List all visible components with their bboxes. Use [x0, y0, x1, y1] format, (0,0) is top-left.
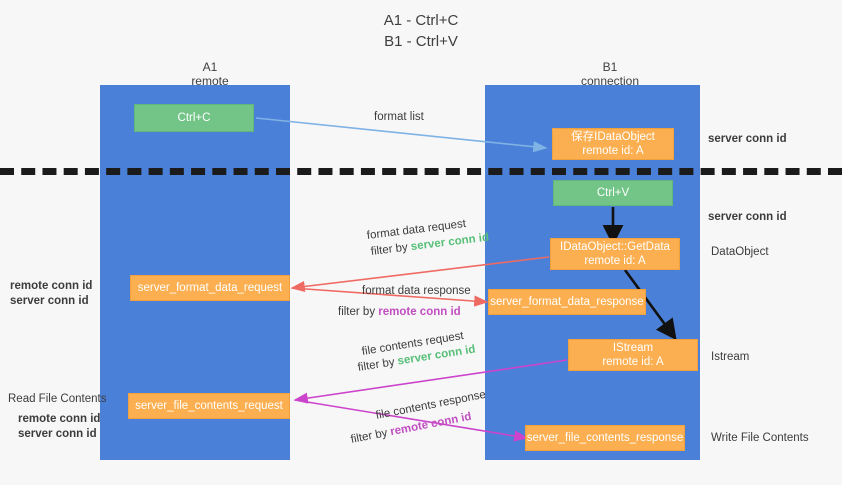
filter-prefix: filter by — [370, 241, 412, 258]
right-label-istream: Istream — [711, 351, 750, 363]
lane-b1-sub: connection — [580, 74, 640, 88]
right-label-write-file-contents: Write File Contents — [711, 432, 809, 444]
filter-prefix: filter by — [349, 426, 392, 446]
node-istream[interactable]: IStream remote id: A — [568, 339, 698, 371]
node-save-idataobject-line1: 保存IDataObject — [571, 131, 655, 143]
node-server-file-contents-response[interactable]: server_file_contents_response — [525, 425, 685, 451]
lane-a1-name: A1 — [202, 60, 218, 74]
right-label-dataobject: DataObject — [711, 246, 769, 258]
title-line-1: A1 - Ctrl+C — [383, 12, 459, 29]
node-getdata[interactable]: IDataObject::GetData remote id: A — [550, 238, 680, 270]
lane-b1-name: B1 — [602, 60, 618, 74]
edge-label-format-data-response: format data response — [362, 285, 471, 297]
node-server-file-contents-request-label: server_file_contents_request — [135, 400, 283, 412]
left-label-read-file-contents: Read File Contents — [8, 393, 107, 405]
node-server-format-data-response-label: server_format_data_response — [490, 296, 644, 308]
lane-a1-sub: remote — [191, 74, 229, 88]
page-title: A1 - Ctrl+C B1 - Ctrl+V — [0, 10, 842, 52]
node-server-file-contents-request[interactable]: server_file_contents_request — [128, 393, 290, 419]
left-label-remote-conn-id-2: remote conn id — [18, 413, 101, 425]
edge-label-format-list: format list — [374, 111, 424, 123]
node-server-file-contents-response-label: server_file_contents_response — [526, 432, 684, 444]
node-istream-line1: IStream — [612, 342, 654, 354]
node-ctrl-v-label: Ctrl+V — [596, 187, 630, 199]
node-server-format-data-request[interactable]: server_format_data_request — [130, 275, 290, 301]
node-istream-line2: remote id: A — [602, 356, 664, 368]
phase-divider — [0, 168, 842, 175]
lane-header-a1: A1 remote — [130, 60, 290, 88]
left-label-server-conn-id-2: server conn id — [18, 428, 97, 440]
node-getdata-line2: remote id: A — [584, 255, 646, 267]
edge-label-format-data-response-filter: filter by remote conn id — [338, 305, 461, 320]
filter-key-remote-conn-id: remote conn id — [378, 306, 461, 318]
node-server-format-data-response[interactable]: server_format_data_response — [488, 289, 646, 315]
node-getdata-line1: IDataObject::GetData — [560, 241, 670, 253]
right-label-server-conn-id-top: server conn id — [708, 133, 787, 145]
node-ctrl-v[interactable]: Ctrl+V — [553, 180, 673, 206]
left-label-remote-conn-id-1: remote conn id — [10, 280, 93, 292]
title-line-2: B1 - Ctrl+V — [384, 33, 458, 50]
node-save-idataobject-line2: remote id: A — [582, 145, 644, 157]
node-ctrl-c-label: Ctrl+C — [177, 112, 211, 124]
node-server-format-data-request-label: server_format_data_request — [137, 282, 283, 294]
node-ctrl-c[interactable]: Ctrl+C — [134, 104, 254, 132]
left-label-server-conn-id-1: server conn id — [10, 295, 89, 307]
right-label-server-conn-id-mid: server conn id — [708, 211, 787, 223]
lane-header-b1: B1 connection — [530, 60, 690, 88]
filter-prefix: filter by — [338, 306, 379, 318]
node-save-idataobject[interactable]: 保存IDataObject remote id: A — [552, 128, 674, 160]
